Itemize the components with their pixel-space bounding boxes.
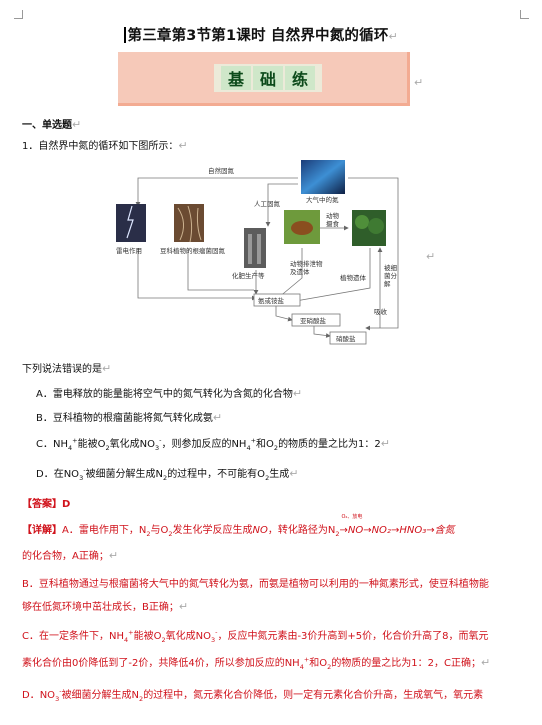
label-animal-eat-2: 摄食: [326, 219, 340, 228]
option-c: C．NH4+能被O2氧化成NO3-，则参加反应的NH4+和O2的物质的量之比为1…: [36, 436, 391, 452]
label-bacteria-2: 菌分: [384, 271, 398, 280]
label-legume: 豆科植物的根瘤菌固氮: [160, 246, 226, 255]
banner-label: 基 础 练: [214, 64, 322, 92]
label-animal-waste-2: 及遗体: [290, 267, 310, 276]
page-title: 第三章第3节第1课时 自然界中氮的循环↵: [124, 24, 398, 45]
banner: 基 础 练: [118, 52, 410, 106]
factory-image: [244, 228, 266, 268]
ammonia-box: [253, 293, 301, 307]
answer-label: 【答案】D: [22, 499, 71, 510]
label-animal-waste-1: 动物排泄物: [290, 259, 323, 268]
option-b: B．豆科植物的根瘤菌能将氮气转化成氨↵: [36, 411, 223, 424]
option-d: D．在NO3-被细菌分解生成N2的过程中，不可能有O2生成↵: [36, 466, 299, 482]
paragraph-mark: ↵: [414, 76, 424, 89]
explain-c-line-2: 素化合价由0价降低到了-2价，共降低4价，所以参加反应的NH4+和O2的物质的量…: [22, 655, 491, 671]
label-lightning: 雷电作用: [116, 246, 142, 255]
paragraph-mark: ↵: [426, 250, 436, 263]
label-fertilizer: 化肥生产等: [232, 271, 265, 280]
option-a: A．雷电释放的能量能将空气中的氮气转化为含氮的化合物↵: [36, 387, 303, 400]
label-natural-fix: 自然固氮: [208, 166, 235, 175]
label-absorb: 吸收: [374, 307, 388, 316]
chain-condition: O₂、放电: [341, 514, 363, 520]
label-plant-remains: 植物遗体: [340, 273, 367, 282]
label-bacteria-3: 解: [384, 279, 391, 288]
question-prompt: 下列说法错误的是↵: [22, 362, 112, 375]
banner-char: 础: [253, 66, 283, 90]
nitrite-box: [291, 313, 341, 327]
crop-mark-top-right: [520, 10, 529, 19]
label-artificial-fix: 人工固氮: [254, 199, 281, 208]
label-bacteria-1: 被细: [384, 263, 398, 272]
explain-a-line-2: 的化合物，A正确；↵: [22, 549, 119, 562]
banner-char: 练: [285, 66, 315, 90]
banner-char: 基: [221, 66, 251, 90]
label-animal-eat-1: 动物: [326, 211, 340, 220]
explain-c-line-1: C．在一定条件下，NH4+能被O2氧化成NO3-，反应中氮元素由-3价升高到+5…: [22, 628, 489, 644]
label-atmosphere: 大气中的氮: [306, 195, 339, 204]
label-ammonia: 氨或铵盐: [258, 296, 285, 305]
section-heading: 一、单选题↵: [22, 118, 82, 131]
crop-mark-top-left: [14, 10, 23, 19]
explain-b-line-1: B．豆科植物通过与根瘤菌将大气中的氮气转化为氨，而氨是植物可以利用的一种氮素形式…: [22, 579, 489, 590]
chain-formula: →NO→NO₂→HNO₃→含氮: [339, 525, 455, 536]
explain-b-line-2: 够在低氮环境中茁壮成长，B正确；↵: [22, 600, 189, 613]
nitrogen-cycle-figure: 自然固氮 大气中的氮 人工固氮 雷电作用 豆科植物的根瘤菌固氮 化肥生产等 动物…: [116, 160, 399, 345]
label-nitrate: 硝酸盐: [336, 334, 356, 343]
nitrate-box: [329, 331, 367, 345]
atmosphere-image: [301, 160, 345, 194]
question-stem: 1．自然界中氮的循环如下图所示：↵: [22, 139, 188, 152]
label-nitrite: 亚硝酸盐: [300, 316, 327, 325]
explain-d-line-1: D．NO3-被细菌分解生成N2的过程中，氮元素化合价降低，则一定有元素化合价升高…: [22, 687, 484, 703]
